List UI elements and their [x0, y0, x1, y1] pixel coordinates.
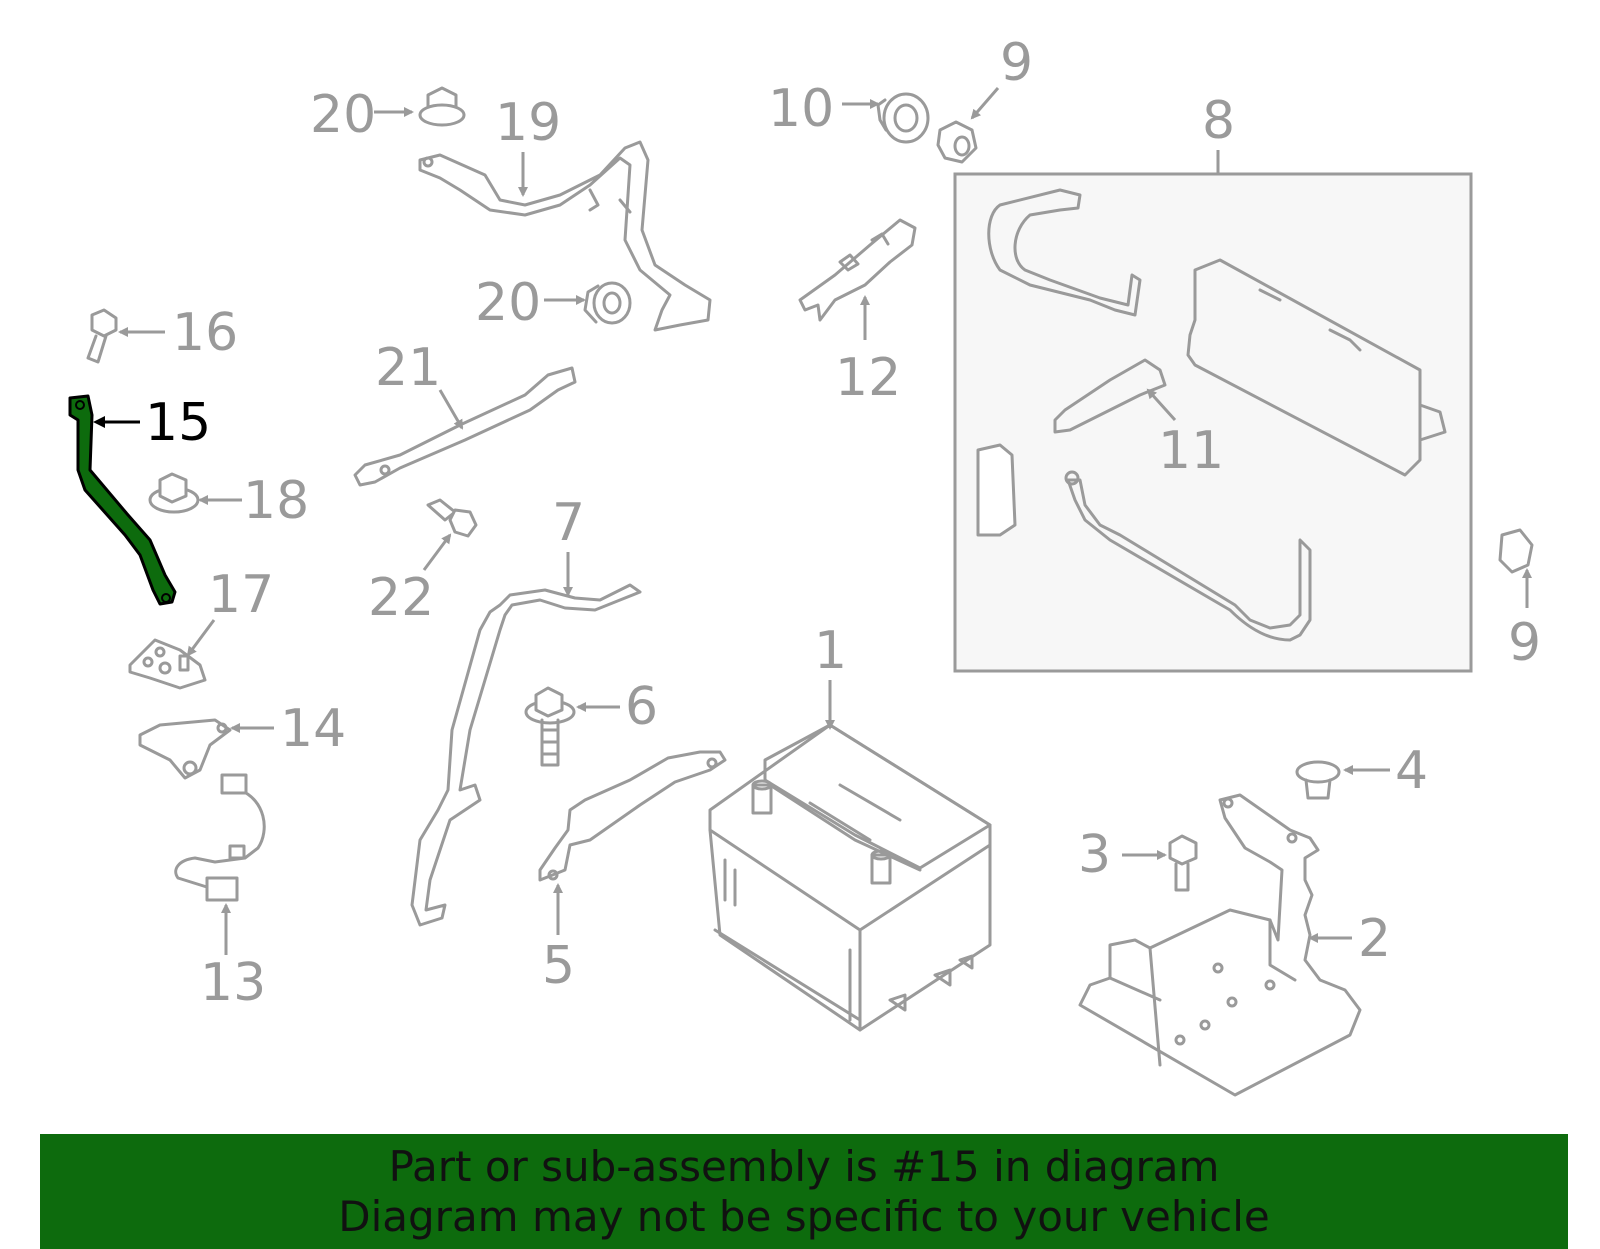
- callout-18[interactable]: 18: [243, 471, 309, 531]
- part-3-bolt[interactable]: [1168, 834, 1198, 892]
- callout-20-top[interactable]: 20: [310, 85, 376, 145]
- part-15-battery-cable-highlighted[interactable]: [68, 394, 177, 606]
- callout-5[interactable]: 5: [542, 936, 575, 996]
- callout-13[interactable]: 13: [200, 953, 266, 1013]
- part-1-battery[interactable]: [708, 723, 992, 1032]
- part-20-nut-middle[interactable]: [583, 281, 632, 325]
- exploded-parts-diagram: 20 19 20 10 9 8 12 11 9 16 15 18 17 14 1…: [68, 33, 1541, 1097]
- callout-17[interactable]: 17: [208, 565, 274, 625]
- part-8-kit-box[interactable]: [953, 150, 1473, 673]
- part-17-bracket[interactable]: [128, 638, 207, 690]
- part-13-wiring-harness[interactable]: [174, 773, 266, 902]
- callout-12[interactable]: 12: [835, 348, 901, 408]
- part-7-cable[interactable]: [410, 583, 642, 927]
- callout-22[interactable]: 22: [368, 568, 434, 628]
- callout-6[interactable]: 6: [625, 677, 658, 737]
- part-6-bolt[interactable]: [524, 686, 576, 767]
- callout-numbers: 20 19 20 10 9 8 12 11 9 16 15 18 17 14 1…: [145, 33, 1541, 1013]
- part-22-bolt[interactable]: [426, 498, 478, 538]
- callout-7[interactable]: 7: [552, 493, 585, 553]
- part-9-clip-top[interactable]: [936, 120, 978, 164]
- callout-19[interactable]: 19: [495, 93, 561, 153]
- part-5-bracket[interactable]: [538, 750, 727, 882]
- callout-2[interactable]: 2: [1358, 909, 1391, 969]
- callout-16[interactable]: 16: [172, 303, 238, 363]
- part-9-clip-right[interactable]: [1498, 528, 1534, 574]
- notice-banner: Part or sub-assembly is #15 in diagram D…: [40, 1134, 1568, 1249]
- callout-14[interactable]: 14: [280, 699, 346, 759]
- part-14-sensor[interactable]: [138, 718, 232, 780]
- part-16-bolt[interactable]: [86, 308, 118, 364]
- part-20-nut-top[interactable]: [418, 86, 466, 127]
- callout-9-right[interactable]: 9: [1508, 613, 1541, 673]
- callout-10[interactable]: 10: [768, 79, 834, 139]
- callout-20-middle[interactable]: 20: [475, 273, 541, 333]
- callout-21[interactable]: 21: [375, 338, 441, 398]
- banner-line-disclaimer: Diagram may not be specific to your vehi…: [338, 1192, 1270, 1241]
- part-4-grommet[interactable]: [1295, 760, 1341, 800]
- callout-15-active[interactable]: 15: [145, 393, 211, 453]
- callout-3[interactable]: 3: [1078, 825, 1111, 885]
- callout-1[interactable]: 1: [814, 621, 847, 681]
- leader-lines: [93, 87, 1532, 955]
- part-18-nut[interactable]: [148, 472, 200, 514]
- callout-4[interactable]: 4: [1395, 741, 1428, 801]
- part-21-bracket[interactable]: [353, 366, 577, 487]
- part-19-cable[interactable]: [418, 140, 712, 332]
- part-12-bracket[interactable]: [798, 218, 917, 322]
- callout-9-top[interactable]: 9: [1000, 33, 1033, 93]
- callout-11[interactable]: 11: [1158, 421, 1224, 481]
- callout-8[interactable]: 8: [1202, 91, 1235, 151]
- part-10-grommet[interactable]: [876, 92, 930, 144]
- part-2-battery-tray[interactable]: [1078, 793, 1362, 1097]
- banner-line-part-number: Part or sub-assembly is #15 in diagram: [388, 1142, 1220, 1191]
